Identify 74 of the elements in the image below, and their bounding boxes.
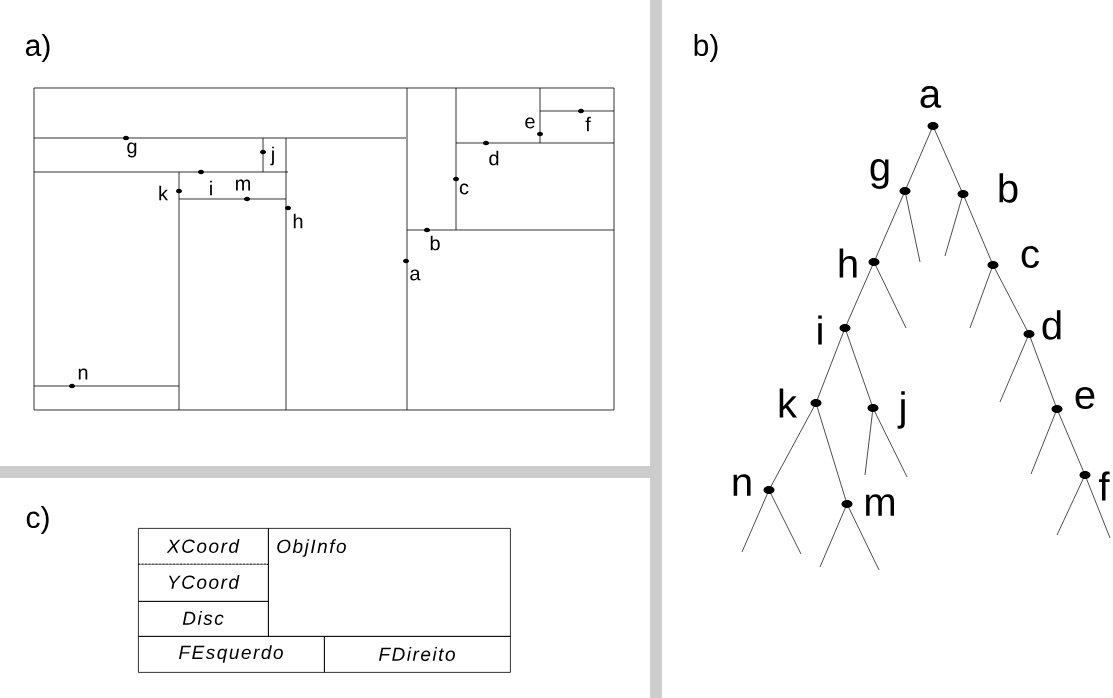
tree-branch bbox=[846, 265, 873, 325]
tree-node: k bbox=[779, 388, 822, 418]
point-label: k bbox=[159, 185, 169, 201]
node-label: d bbox=[1042, 310, 1061, 340]
tree-branch bbox=[906, 129, 932, 188]
node-label: a bbox=[920, 86, 942, 108]
node-label: i bbox=[818, 315, 822, 345]
point-label: f bbox=[585, 116, 591, 132]
tree-branch bbox=[816, 406, 847, 501]
record-field: Disc bbox=[138, 601, 269, 637]
tree-branch bbox=[846, 331, 872, 405]
panel-label: a) bbox=[25, 34, 50, 62]
node-label: h bbox=[839, 248, 857, 278]
record-field: FEsquerdo bbox=[138, 636, 325, 673]
tree-node: a bbox=[920, 86, 942, 130]
node-label: c bbox=[1021, 246, 1039, 268]
point-label: j bbox=[270, 146, 274, 166]
tree-branch bbox=[741, 493, 768, 553]
point-label: e bbox=[525, 117, 535, 129]
tree-branch bbox=[994, 268, 1028, 331]
tree-branch bbox=[964, 197, 992, 262]
tree-branch bbox=[819, 507, 846, 568]
point-label: g bbox=[127, 142, 137, 158]
tree-branch bbox=[875, 194, 904, 259]
tree-node: i bbox=[818, 315, 851, 345]
record-field: FDireito bbox=[324, 636, 511, 673]
tree-node: e bbox=[1051, 387, 1095, 413]
node-label: k bbox=[779, 388, 798, 418]
tree-branch bbox=[817, 331, 844, 400]
tree-branch bbox=[1030, 337, 1056, 406]
node-label: m bbox=[866, 494, 895, 516]
tree-node: n bbox=[733, 474, 775, 496]
point-label: n bbox=[78, 368, 88, 380]
tree-branch bbox=[770, 406, 815, 487]
tree-node: g bbox=[870, 159, 911, 195]
tree-node: f bbox=[1079, 471, 1110, 501]
point-label: i bbox=[210, 180, 212, 196]
point-label: a bbox=[410, 269, 421, 281]
tree-branch bbox=[848, 507, 880, 571]
point-label: d bbox=[489, 150, 499, 166]
tree-branch bbox=[874, 411, 908, 478]
tree-branch bbox=[999, 337, 1028, 403]
panel-label: b) bbox=[694, 34, 718, 62]
tree-branch bbox=[1086, 478, 1111, 539]
record-field: XCoord bbox=[138, 528, 269, 565]
record-field: YCoord bbox=[138, 564, 269, 602]
tree-branch bbox=[1030, 412, 1056, 475]
point-label: h bbox=[293, 213, 303, 229]
point-label: m bbox=[236, 179, 250, 191]
panel-label: c) bbox=[26, 506, 49, 534]
tree-branch bbox=[969, 268, 992, 329]
tree-branch bbox=[905, 194, 921, 263]
node-label: b bbox=[999, 173, 1018, 203]
point-label: b bbox=[430, 235, 440, 251]
tree-node: h bbox=[839, 248, 880, 278]
point-label: c bbox=[459, 183, 469, 195]
node-label: n bbox=[733, 474, 751, 496]
tree-node: d bbox=[1023, 310, 1061, 340]
record-field: ObjInfo bbox=[268, 528, 511, 637]
node-label: e bbox=[1075, 387, 1095, 409]
node-label: f bbox=[1099, 471, 1110, 501]
tree-node: c bbox=[987, 246, 1039, 269]
tree-branch bbox=[864, 411, 873, 476]
tree-branch bbox=[944, 197, 963, 257]
node-label: g bbox=[870, 159, 889, 189]
tree-branch bbox=[934, 129, 962, 191]
tree-branch bbox=[1056, 478, 1084, 536]
tree-node: b bbox=[957, 173, 1018, 203]
tree-node: m bbox=[841, 494, 894, 516]
tree-branch bbox=[1058, 412, 1084, 472]
tree-node: j bbox=[867, 391, 905, 429]
tree-branch bbox=[770, 493, 802, 555]
node-label: j bbox=[897, 391, 905, 429]
tree-branch bbox=[875, 265, 907, 329]
